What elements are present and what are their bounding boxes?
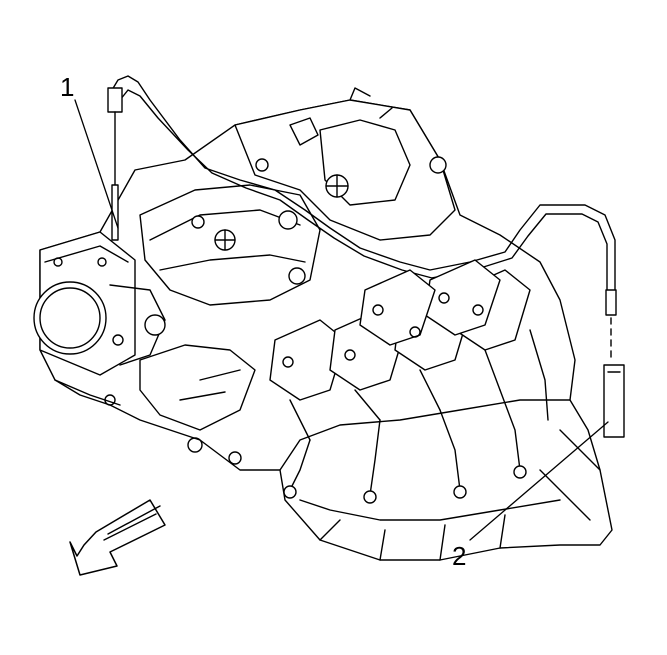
upper-manifold [234, 87, 456, 241]
vacuum-hose [111, 75, 616, 291]
fitting-2 [603, 289, 625, 438]
forward-direction-arrow-icon [69, 499, 166, 576]
callout-label-2: 2 [452, 541, 467, 571]
ignition-coils [269, 259, 531, 441]
fitting-1 [107, 87, 123, 241]
callout-1-leader [74, 99, 119, 229]
lower-runners [54, 344, 256, 465]
callout-2-leader [469, 421, 609, 541]
spark-plug-wires [283, 329, 549, 504]
callout-label-1: 1 [60, 72, 75, 102]
throttle-body [33, 231, 166, 376]
intake-manifold [139, 184, 321, 306]
